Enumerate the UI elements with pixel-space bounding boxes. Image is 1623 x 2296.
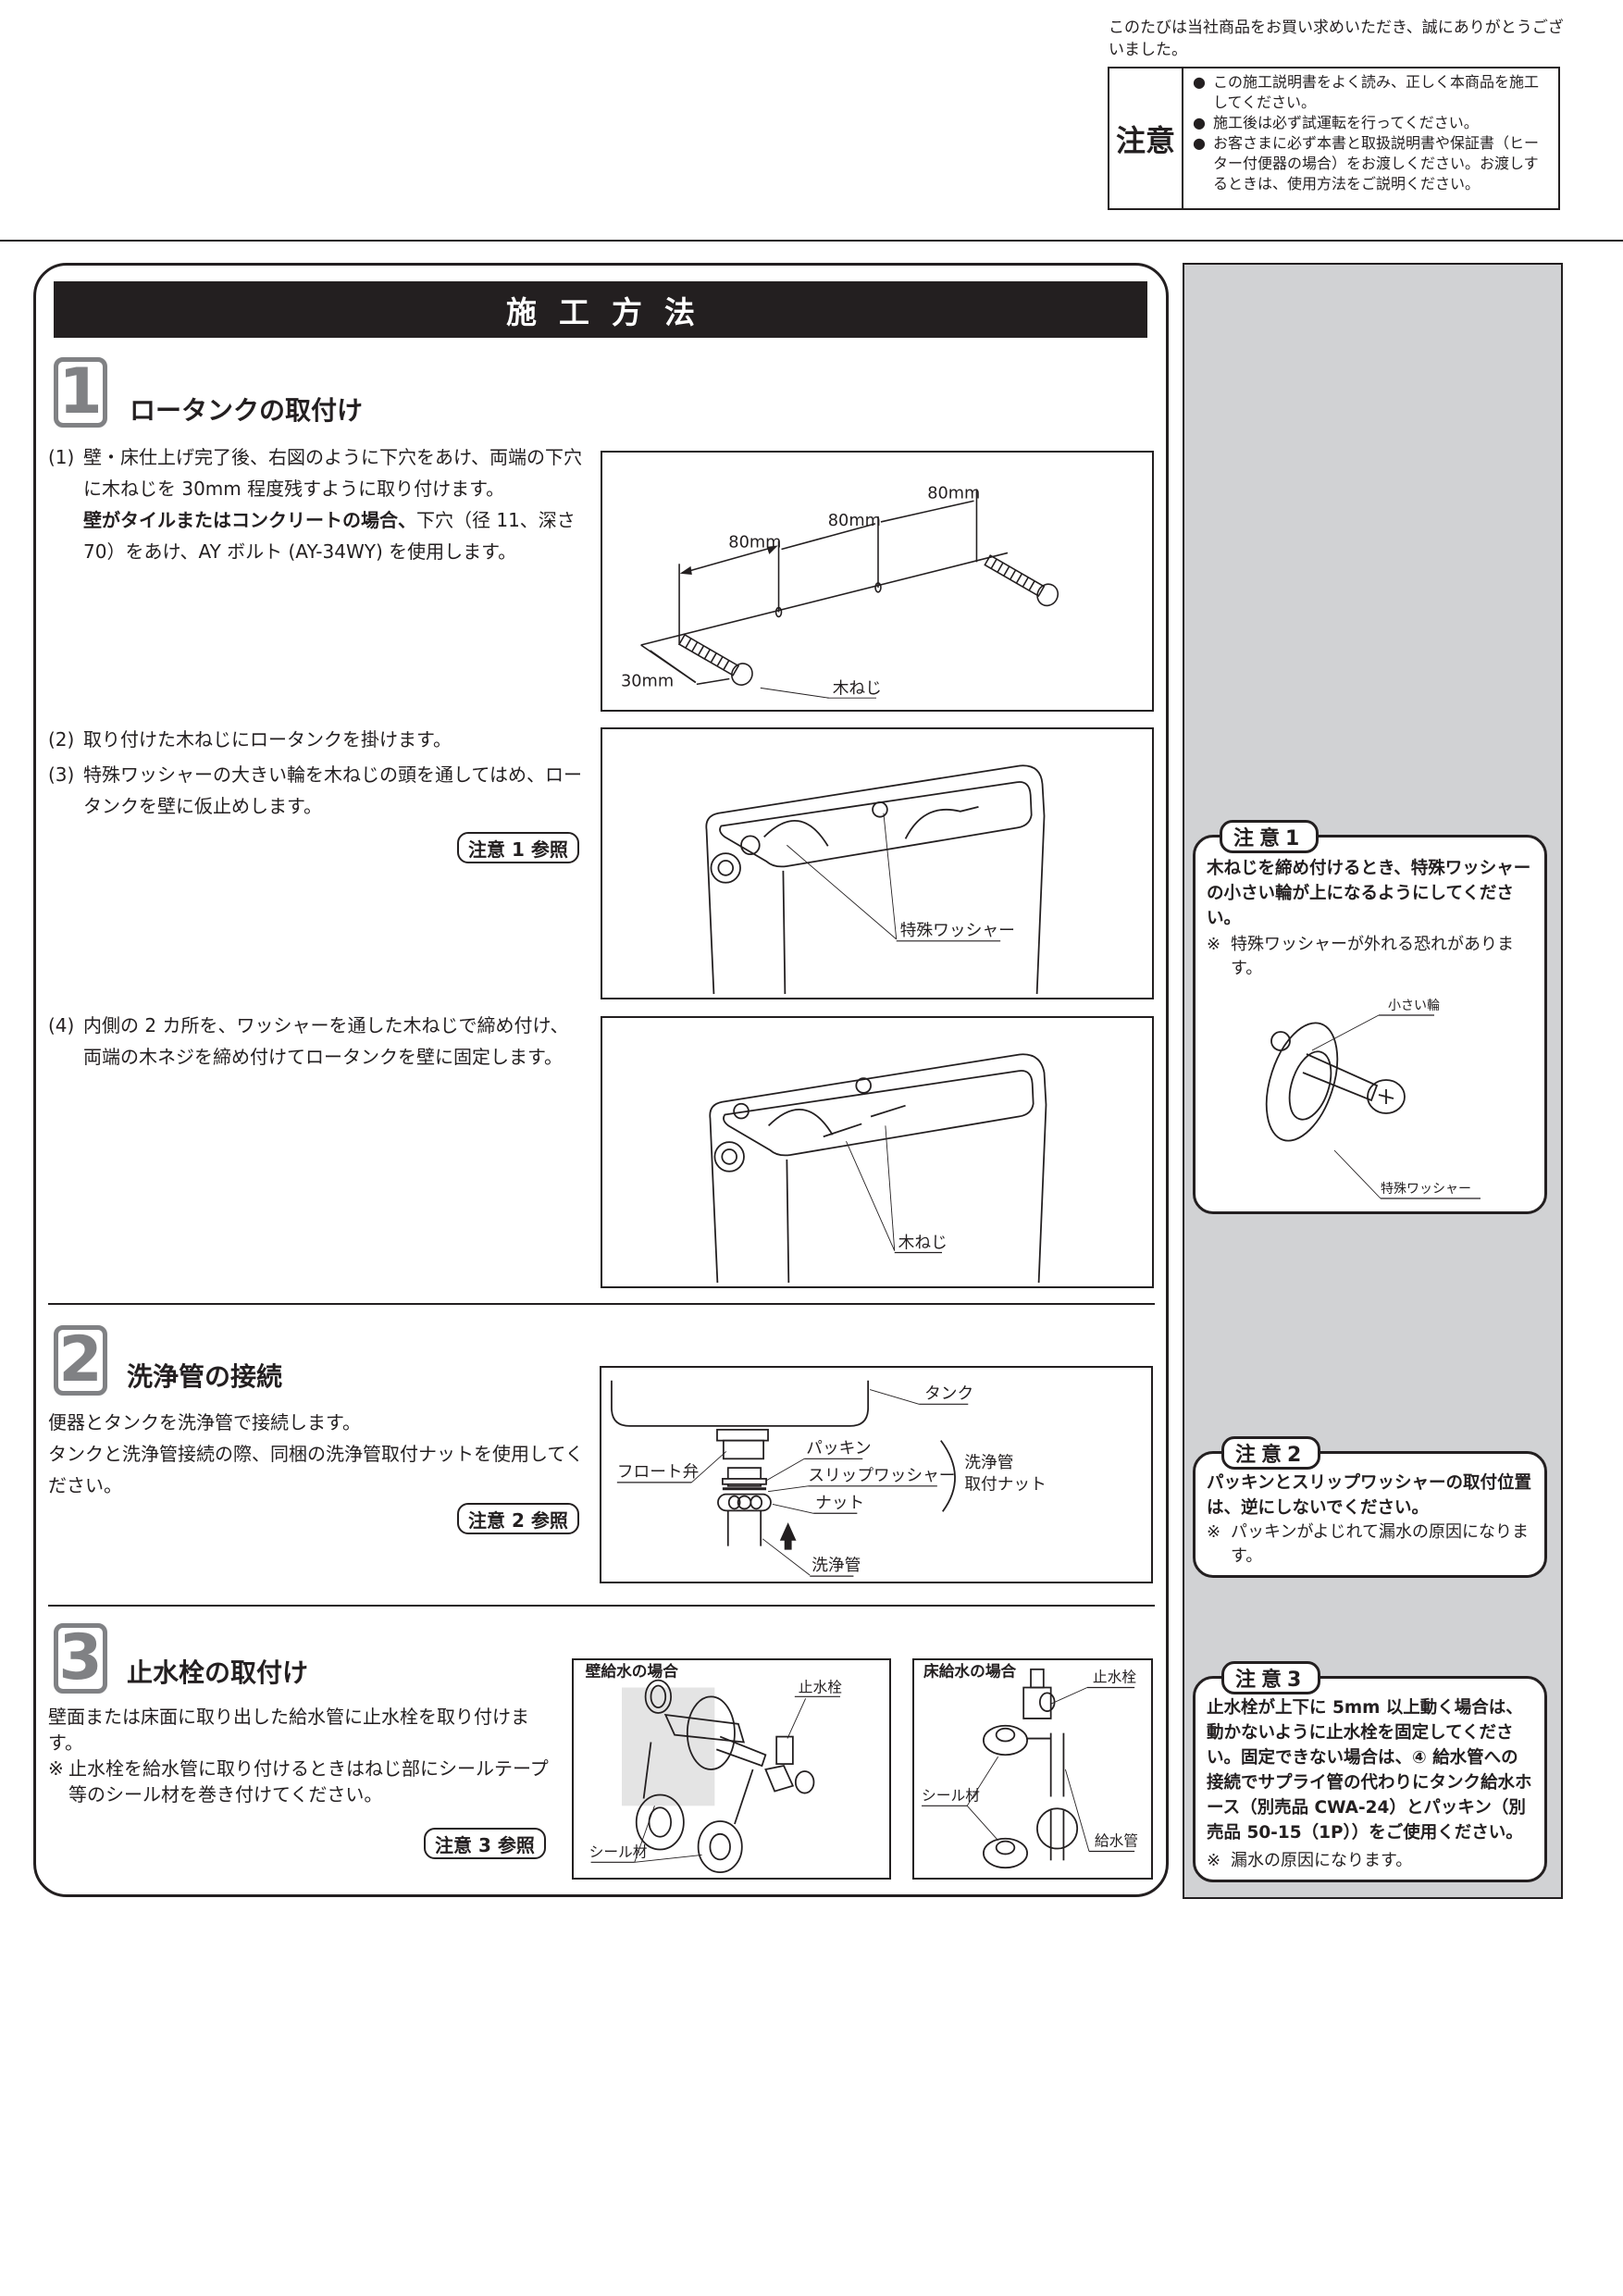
step-number-2: 2	[54, 1325, 107, 1396]
figure-flush-pipe: タンク フロート弁 パッキン スリップワッシャー ナット 洗浄管 洗浄管 取付ナ…	[600, 1366, 1153, 1583]
thanks-message: このたびは当社商品をお買い求めいただき、誠にありがとうございました。	[1109, 19, 1564, 59]
note-2-text: パッキンとスリップワッシャーの取付位置は、逆にしないでください。	[1207, 1473, 1531, 1518]
section-1-title: ロータンクの取付け	[130, 395, 364, 426]
note-1-subtext: 特殊ワッシャーが外れる恐れがあります。	[1231, 935, 1514, 978]
caution-list: この施工説明書をよく読み、正しく本商品を施工してください。 施工後は必ず試運転を…	[1183, 68, 1558, 208]
note-3: 止水栓が上下に 5mm 以上動く場合は、動かないように止水栓を固定してください。…	[1193, 1676, 1547, 1882]
ref-note-2-link[interactable]: 注意 2 参照	[457, 1503, 579, 1534]
svg-text:木ねじ: 木ねじ	[833, 678, 882, 698]
svg-text:フロート弁: フロート弁	[617, 1462, 699, 1482]
svg-text:80mm: 80mm	[927, 484, 980, 503]
note-2-tab: 注意2	[1221, 1436, 1321, 1470]
svg-text:特殊ワッシャー: 特殊ワッシャー	[900, 921, 1015, 940]
note-1: 木ねじを締め付けるとき、特殊ワッシャーの小さい輪が上になるようにしてください。 …	[1193, 835, 1547, 1214]
caution-item: 施工後は必ず試運転を行ってください。	[1193, 113, 1551, 133]
section-3-title: 止水栓の取付け	[127, 1657, 309, 1688]
svg-text:特殊ワッシャー: 特殊ワッシャー	[1381, 1182, 1471, 1197]
note-3-tab: 注意3	[1221, 1661, 1321, 1694]
section-1-step-1: (1) 壁・床仕上げ完了後、右図のように下穴をあけ、両端の下穴に木ねじを 30m…	[48, 441, 585, 567]
section-2-text: 便器とタンクを洗浄管で接続します。 タンクと洗浄管接続の際、同梱の洗浄管取付ナッ…	[48, 1411, 584, 1496]
figure-tank-screws: 木ねじ	[601, 1016, 1154, 1288]
svg-text:スリップワッシャー: スリップワッシャー	[808, 1466, 955, 1485]
step-number-1: 1	[54, 357, 107, 428]
note-2-subtext: パッキンがよじれて漏水の原因になります。	[1231, 1522, 1530, 1566]
svg-text:床給水の場合: 床給水の場合	[923, 1662, 1017, 1681]
tank-screws-diagram: 木ねじ	[709, 1053, 1047, 1284]
svg-text:小さい輪: 小さい輪	[1388, 998, 1440, 1013]
caution-item: この施工説明書をよく読み、正しく本商品を施工してください。	[1193, 72, 1551, 113]
caution-box: 注意 この施工説明書をよく読み、正しく本商品を施工してください。 施工後は必ず試…	[1108, 67, 1560, 210]
figure-tank-washer: 特殊ワッシャー	[601, 727, 1154, 999]
ref-note-1-link[interactable]: 注意 1 参照	[457, 832, 579, 863]
note-2: パッキンとスリップワッシャーの取付位置は、逆にしないでください。 ※ パッキンが…	[1193, 1451, 1547, 1578]
note-1-text: 木ねじを締め付けるとき、特殊ワッシャーの小さい輪が上になるようにしてください。	[1207, 859, 1531, 928]
caution-label: 注意	[1109, 68, 1183, 208]
main-frame	[33, 263, 1169, 1897]
caution-item: お客さまに必ず本書と取扱説明書や保証書（ヒーター付便器の場合）をお渡しください。…	[1193, 133, 1551, 194]
svg-text:止水栓: 止水栓	[799, 1678, 842, 1695]
svg-text:取付ナット: 取付ナット	[964, 1475, 1046, 1495]
section-1-steps-2-3: (2)取り付けた木ねじにロータンクを掛けます。 (3)特殊ワッシャーの大きい輪を…	[48, 728, 582, 817]
section-2-title: 洗浄管の接続	[127, 1361, 283, 1392]
section-1-step-4: (4)内側の 2 カ所を、ワッシャーを通した木ねじで締め付け、両端の木ネジを締め…	[48, 1014, 569, 1068]
screw-layout-diagram: 80mm 80mm 80mm 30mm 木ねじ	[621, 484, 1059, 699]
section-3-text: 壁面または床面に取り出した給水管に止水栓を取り付けます。 ※ 止水栓を給水管に取…	[48, 1706, 549, 1806]
svg-text:洗浄管: 洗浄管	[964, 1453, 1013, 1472]
svg-text:木ねじ: 木ねじ	[898, 1234, 948, 1253]
note-3-subtext: 漏水の原因になります。	[1231, 1851, 1413, 1870]
flush-pipe-diagram: タンク フロート弁 パッキン スリップワッシャー ナット 洗浄管 洗浄管 取付ナ…	[611, 1380, 1047, 1577]
section-divider	[48, 1605, 1155, 1607]
svg-text:壁給水の場合: 壁給水の場合	[586, 1662, 679, 1681]
svg-text:パッキン: パッキン	[806, 1439, 871, 1458]
note-1-tab: 注意1	[1220, 820, 1319, 853]
floor-supply-diagram: 床給水の場合 止水栓 シール材 給水管	[922, 1662, 1138, 1869]
svg-text:80mm: 80mm	[728, 534, 781, 552]
section-divider	[48, 1303, 1155, 1305]
page-title: 施工方法	[54, 281, 1147, 338]
wall-supply-diagram: 壁給水の場合 止水栓 シール材	[586, 1662, 842, 1873]
figure-floor-supply: 床給水の場合 止水栓 シール材 給水管	[912, 1658, 1153, 1880]
figure-screw-layout: 80mm 80mm 80mm 30mm 木ねじ	[601, 451, 1154, 712]
note-3-text: 止水栓が上下に 5mm 以上動く場合は、動かないように止水栓を固定してください。…	[1207, 1698, 1532, 1843]
svg-text:30mm: 30mm	[621, 672, 674, 690]
svg-text:ナット: ナット	[815, 1494, 864, 1512]
up-arrow-icon	[779, 1522, 797, 1550]
tank-washer-diagram: 特殊ワッシャー	[705, 764, 1046, 995]
svg-text:80mm: 80mm	[828, 512, 881, 530]
svg-text:シール材: シール材	[922, 1786, 980, 1804]
svg-text:止水栓: 止水栓	[1093, 1669, 1136, 1686]
svg-text:タンク: タンク	[924, 1384, 973, 1403]
step-no: (1)	[48, 446, 75, 468]
figure-wall-supply: 壁給水の場合 止水栓 シール材	[572, 1658, 891, 1880]
ref-note-3-link[interactable]: 注意 3 参照	[424, 1828, 546, 1859]
svg-text:給水管: 給水管	[1095, 1832, 1138, 1850]
svg-text:シール材: シール材	[589, 1843, 648, 1860]
header-divider	[0, 240, 1623, 242]
svg-text:洗浄管: 洗浄管	[812, 1556, 861, 1575]
step-number-3: 3	[54, 1623, 107, 1694]
warning-bold: 壁がタイルまたはコンクリートの場合、	[83, 509, 416, 531]
washer-diagram: 小さい輪 特殊ワッシャー	[1265, 998, 1481, 1199]
